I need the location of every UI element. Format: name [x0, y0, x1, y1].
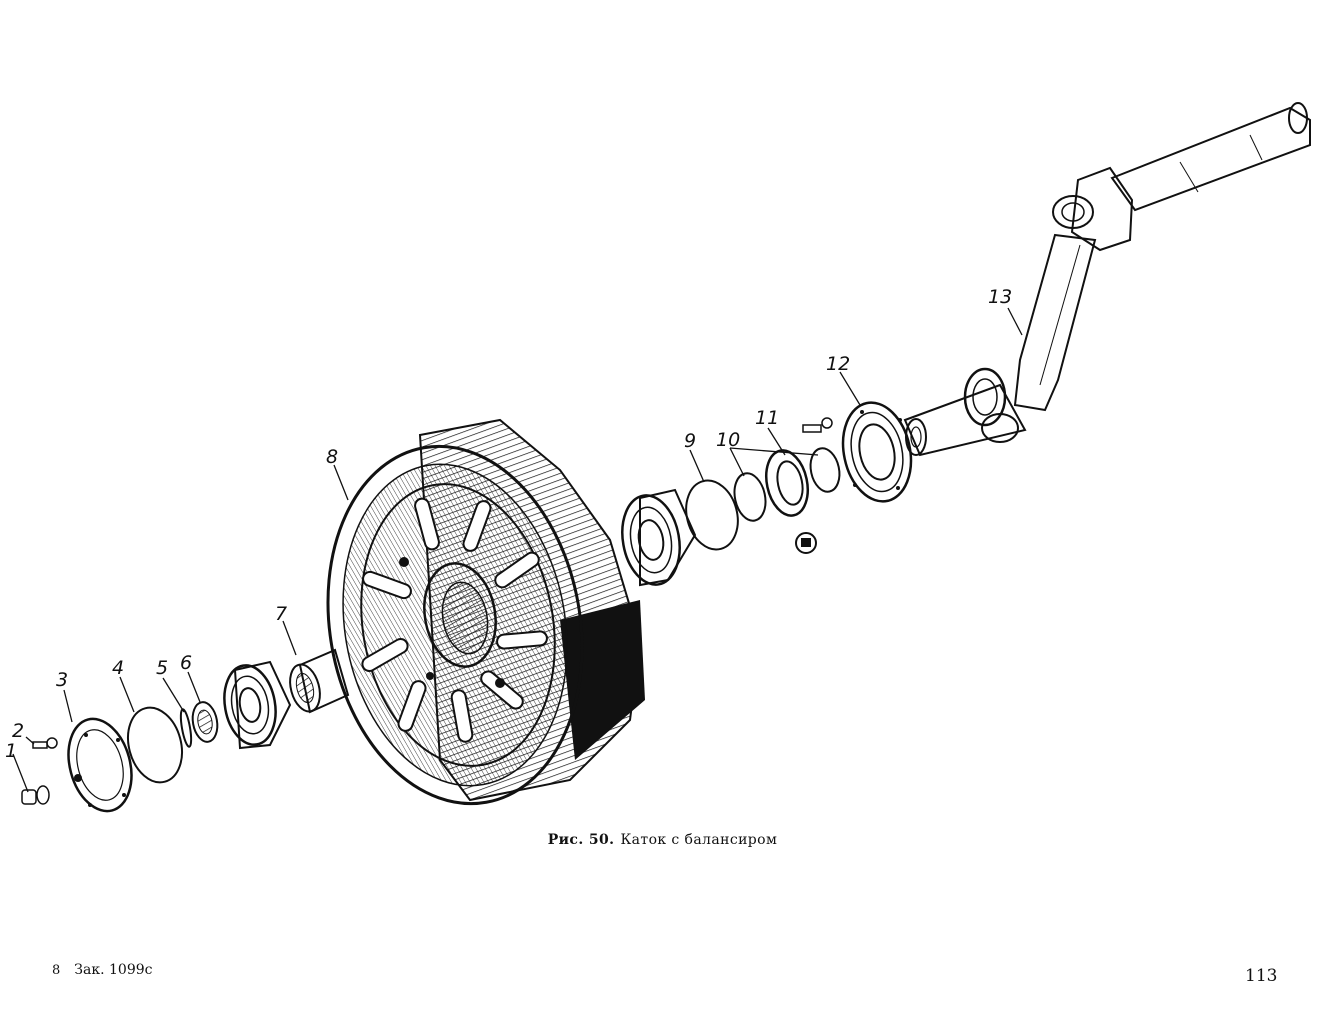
bearing-outer	[223, 660, 292, 750]
callout-4: 4	[112, 657, 124, 679]
sheet-number: 8	[52, 963, 61, 978]
balancer-arm	[903, 102, 1311, 457]
bearing-inner	[621, 488, 697, 587]
figure-number: Рис. 50.	[547, 832, 615, 848]
seal-ring	[765, 449, 809, 517]
leader-lines	[12, 307, 1023, 793]
callout-7: 7	[275, 603, 287, 625]
small-bolts	[795, 417, 833, 554]
callout-labels: 1 2 3 4 5 6 7 8 9 10 11 12 13	[5, 286, 1012, 762]
callout-5: 5	[156, 657, 168, 679]
spacer-bushing	[289, 648, 350, 714]
o-rings	[733, 447, 841, 522]
page-number: 113	[1245, 966, 1278, 986]
callout-8: 8	[326, 446, 338, 468]
callout-3: 3	[56, 669, 68, 691]
callout-9: 9	[684, 430, 696, 452]
figure-title: Каток с балансиром	[620, 832, 778, 848]
order-code: Зак. 1099с	[74, 962, 153, 978]
hub-cap	[67, 717, 133, 813]
callout-10: 10	[716, 429, 740, 451]
callout-1: 1	[5, 740, 17, 762]
callout-13: 13	[988, 286, 1012, 308]
seal-housing	[841, 401, 913, 503]
printer-signature: 8 Зак. 1099с	[52, 962, 152, 978]
road-wheel	[326, 418, 645, 806]
lock-nut	[191, 701, 219, 743]
callout-11: 11	[755, 407, 779, 429]
callout-6: 6	[180, 652, 192, 674]
figure-caption: Рис. 50. Каток с балансиром	[0, 832, 1325, 848]
drain-plug	[21, 785, 50, 805]
callout-12: 12	[826, 353, 850, 375]
gasket-ring	[127, 706, 183, 784]
cap-bolt	[32, 737, 58, 749]
callout-2: 2	[12, 720, 24, 742]
